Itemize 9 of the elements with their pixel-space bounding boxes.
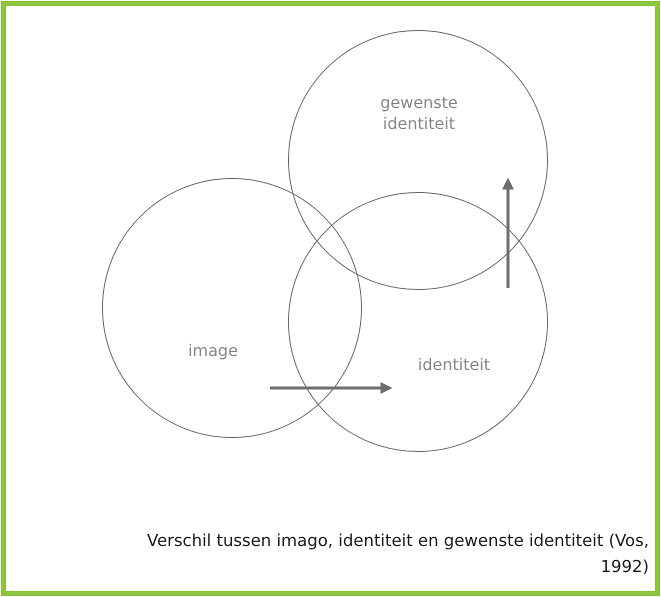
arrow: [270, 382, 392, 394]
venn-circle: [288, 30, 548, 290]
circle-label: identiteit: [418, 355, 490, 376]
caption: Verschil tussen imago, identiteit en gewenste identiteit (Vos, 1992): [146, 530, 649, 578]
circle-label: gewenste identiteit: [379, 93, 459, 135]
venn-circle: [102, 178, 362, 438]
venn-circle: [288, 192, 548, 452]
circle-label: image: [188, 341, 238, 362]
arrow: [502, 178, 514, 288]
